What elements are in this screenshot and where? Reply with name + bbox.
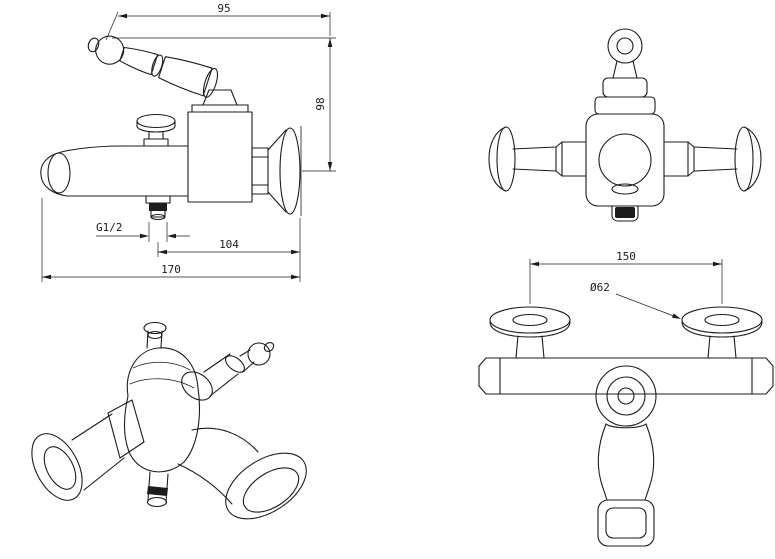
dim-flange-diameter: Ø62 <box>590 281 681 319</box>
iso-diverter-knob <box>143 321 167 349</box>
dim-centers: 150 <box>529 250 723 304</box>
front-right-arm <box>663 126 762 192</box>
plan-handle <box>597 423 655 547</box>
wall-flange <box>251 125 302 217</box>
diverter-knob <box>136 113 176 147</box>
front-outlet <box>611 205 639 222</box>
dim-label-flange-diameter: Ø62 <box>590 281 610 294</box>
dim-label-handle-width: 95 <box>217 2 230 15</box>
dim-label-centers: 150 <box>616 250 636 263</box>
iso-body <box>123 347 201 473</box>
lever-handle <box>87 35 219 98</box>
iso-shower-outlet <box>146 471 169 508</box>
iso-arm <box>71 399 145 491</box>
front-body <box>585 113 665 207</box>
plan-left-flange <box>489 306 571 359</box>
front-handle-base <box>594 77 656 115</box>
iso-lever-handle <box>181 342 275 401</box>
dim-handle-width: 95 <box>105 2 331 41</box>
front-left-arm <box>488 126 587 192</box>
iso-wall-flange <box>31 433 83 501</box>
front-hanger-ring <box>607 28 643 79</box>
spout <box>40 145 189 197</box>
valve-body <box>187 89 253 203</box>
dim-label-thread: G1/2 <box>96 221 123 234</box>
dim-label-outlet-wall: 104 <box>219 238 239 251</box>
view-plan: 150 Ø62 <box>478 250 774 547</box>
iso-spout <box>177 427 307 520</box>
plan-body-bar <box>478 357 774 395</box>
dim-label-height: 98 <box>314 97 327 110</box>
dim-height: 98 <box>112 37 336 172</box>
shower-outlet <box>145 195 171 221</box>
dim-outlet-to-wall: 104 <box>157 218 301 282</box>
view-side: 95 98 G1/2 104 <box>40 2 336 282</box>
dim-label-total-reach: 170 <box>161 263 181 276</box>
plan-cartridge-boss <box>595 365 657 427</box>
view-isometric <box>31 321 307 520</box>
dim-total-reach: 170 <box>41 198 300 282</box>
view-front <box>488 28 762 222</box>
plan-right-flange <box>681 306 763 359</box>
dim-thread: G1/2 <box>96 221 190 242</box>
